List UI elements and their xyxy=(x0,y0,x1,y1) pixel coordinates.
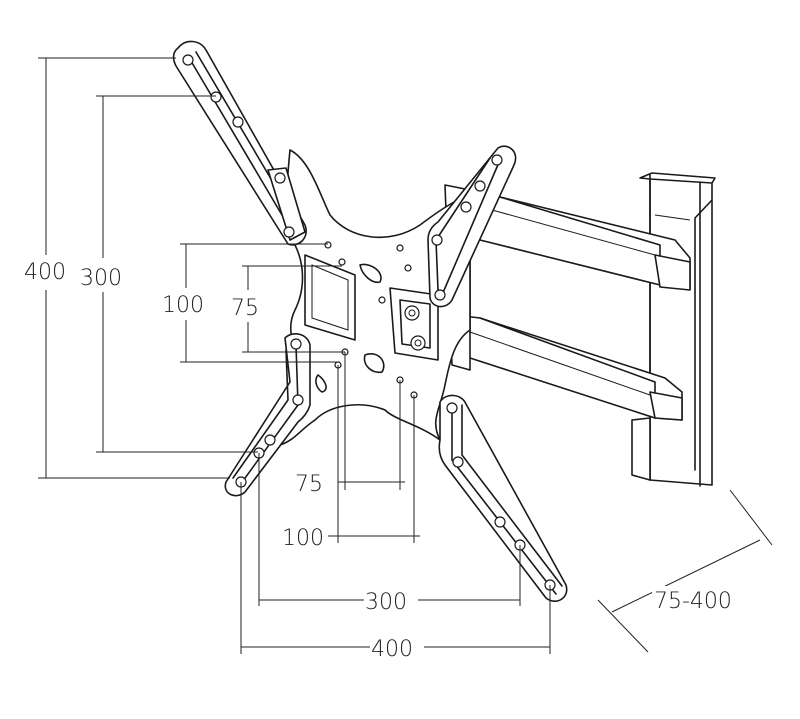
dim-horizontal-300: 300 xyxy=(365,590,407,615)
dimension-labels: 400 300 100 75 75 100 300 400 75-400 xyxy=(22,256,762,662)
wall-plate xyxy=(631,172,716,487)
rail-bottom-right xyxy=(438,394,568,602)
rail-top-left xyxy=(172,40,307,246)
dim-vertical-100: 100 xyxy=(162,293,204,318)
dim-vertical-300: 300 xyxy=(80,266,122,291)
dimension-lines xyxy=(38,57,773,654)
cross-plate xyxy=(279,149,471,446)
rail-top-right xyxy=(427,145,517,308)
dim-horizontal-400: 400 xyxy=(371,637,413,662)
dim-horizontal-75: 75 xyxy=(295,472,323,497)
dim-horizontal-100: 100 xyxy=(282,526,324,551)
dim-vertical-400: 400 xyxy=(24,260,66,285)
dim-extension-range: 75-400 xyxy=(654,589,732,614)
dim-vertical-75: 75 xyxy=(231,296,259,321)
